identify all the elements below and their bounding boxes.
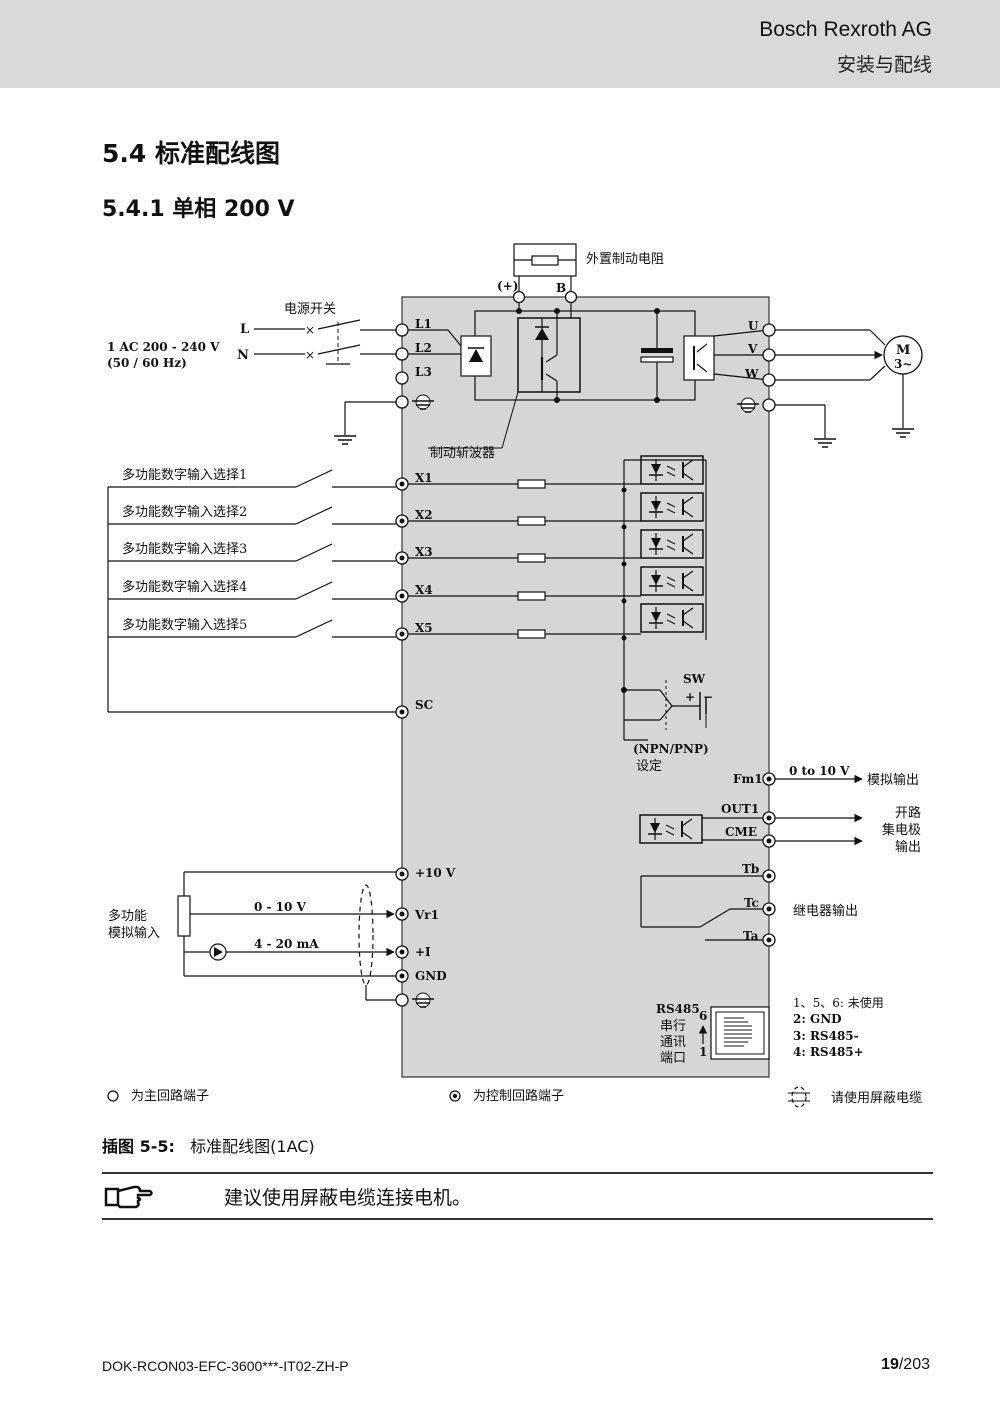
svg-text:(+): (+) xyxy=(497,279,518,293)
svg-text:Tb: Tb xyxy=(742,862,759,876)
svg-text:模拟输入: 模拟输入 xyxy=(108,925,160,941)
svg-text:L: L xyxy=(240,322,249,337)
svg-text:设定: 设定 xyxy=(636,759,662,774)
digital-input-label: 多功能数字输入选择4 xyxy=(122,579,247,595)
svg-text:(50 / 60 Hz): (50 / 60 Hz) xyxy=(107,356,187,370)
section-title: 5.4 标准配线图 xyxy=(102,139,280,168)
svg-text:串行: 串行 xyxy=(660,1019,686,1034)
digital-input-label: 多功能数字输入选择2 xyxy=(122,504,247,520)
svg-text:1: 1 xyxy=(699,1045,707,1059)
page-total: /203 xyxy=(898,1356,930,1373)
svg-text:Fm1: Fm1 xyxy=(733,772,763,786)
svg-text:为控制回路端子: 为控制回路端子 xyxy=(473,1088,564,1104)
page-current: 19 xyxy=(881,1356,899,1373)
svg-text:N: N xyxy=(237,348,249,363)
svg-text:制动斩波器: 制动斩波器 xyxy=(430,446,495,461)
svg-text:W: W xyxy=(744,367,759,381)
company-name: Bosch Rexroth AG xyxy=(759,18,932,41)
svg-text:为主回路端子: 为主回路端子 xyxy=(131,1088,209,1104)
svg-text:B: B xyxy=(556,281,566,295)
page-header: Bosch Rexroth AG 安装与配线 xyxy=(0,0,1000,88)
svg-text:SC: SC xyxy=(415,698,433,712)
svg-text:(NPN/PNP): (NPN/PNP) xyxy=(633,742,709,756)
svg-text:3: RS485-: 3: RS485- xyxy=(793,1029,859,1043)
svg-text:Vr1: Vr1 xyxy=(414,908,439,922)
svg-text:端口: 端口 xyxy=(660,1051,686,1066)
document-id: DOK-RCON03-EFC-3600***-IT02-ZH-P xyxy=(102,1358,349,1374)
subsection-title: 5.4.1 单相 200 V xyxy=(102,197,295,222)
svg-text:请使用屏蔽电缆: 请使用屏蔽电缆 xyxy=(831,1090,922,1106)
svg-text:集电极: 集电极 xyxy=(882,822,921,838)
svg-text:L1: L1 xyxy=(415,317,432,331)
svg-text:V: V xyxy=(747,342,758,356)
svg-text:6: 6 xyxy=(699,1009,707,1023)
section-name: 安装与配线 xyxy=(836,54,932,76)
wiring-diagram: 外置制动电阻 (+) B L N 1 AC 200 - 240 V (50 / … xyxy=(107,243,923,1108)
svg-text:1 AC 200 - 240 V: 1 AC 200 - 240 V xyxy=(107,340,220,354)
svg-text:M: M xyxy=(896,343,910,358)
svg-text:L2: L2 xyxy=(415,341,432,355)
svg-text:继电器输出: 继电器输出 xyxy=(793,903,858,919)
note-top-rule xyxy=(102,1172,933,1174)
x-terminal-label: X3 xyxy=(415,545,433,559)
svg-text:模拟输出: 模拟输出 xyxy=(867,772,919,788)
svg-text:SW: SW xyxy=(683,672,706,686)
x-terminal-label: X4 xyxy=(415,583,433,597)
note-bottom-rule xyxy=(102,1218,933,1220)
digital-input-label: 多功能数字输入选择3 xyxy=(122,541,247,557)
svg-text:多功能: 多功能 xyxy=(108,908,147,924)
svg-text:OUT1: OUT1 xyxy=(721,802,759,816)
page-number: 19/203 xyxy=(881,1356,930,1374)
figure-caption: 插图 5-5: 标准配线图(1AC) xyxy=(102,1133,315,1157)
svg-text:开路: 开路 xyxy=(895,805,921,821)
svg-text:电源开关: 电源开关 xyxy=(284,302,336,317)
pointing-hand-icon xyxy=(104,1185,153,1209)
svg-text:0 to 10 V: 0 to 10 V xyxy=(789,764,850,778)
svg-text:+I: +I xyxy=(415,945,431,959)
svg-text:×: × xyxy=(305,348,315,362)
svg-text:4: RS485+: 4: RS485+ xyxy=(793,1045,864,1059)
digital-input-label: 多功能数字输入选择5 xyxy=(122,617,247,633)
svg-text:外置制动电阻: 外置制动电阻 xyxy=(586,252,664,267)
svg-text:+10 V: +10 V xyxy=(415,866,456,880)
svg-text:Ta: Ta xyxy=(743,929,759,943)
inverter-body xyxy=(401,296,770,1078)
svg-text:4 - 20 mA: 4 - 20 mA xyxy=(254,937,319,951)
svg-text:L3: L3 xyxy=(415,365,432,379)
x-terminal-label: X1 xyxy=(415,471,433,485)
x-terminal-label: X2 xyxy=(415,508,433,522)
svg-text:输出: 输出 xyxy=(895,839,921,855)
svg-text:−: − xyxy=(703,690,713,704)
digital-input-label: 多功能数字输入选择1 xyxy=(122,467,247,483)
svg-text:CME: CME xyxy=(725,825,757,839)
svg-text:1、5、6: 未使用: 1、5、6: 未使用 xyxy=(793,995,884,1010)
caption-text: 标准配线图(1AC) xyxy=(190,1137,315,1156)
svg-text:通讯: 通讯 xyxy=(660,1035,686,1050)
svg-text:Tc: Tc xyxy=(744,896,759,910)
svg-text:+: + xyxy=(685,690,695,704)
svg-text:3~: 3~ xyxy=(894,357,912,371)
svg-text:2: GND: 2: GND xyxy=(793,1012,842,1026)
svg-text:RS485: RS485 xyxy=(656,1002,700,1016)
x-terminal-label: X5 xyxy=(415,621,433,635)
caption-label: 插图 5-5: xyxy=(102,1137,175,1156)
svg-text:U: U xyxy=(748,319,759,333)
note-text: 建议使用屏蔽电缆连接电机。 xyxy=(224,1187,472,1209)
svg-text:0 - 10 V: 0 - 10 V xyxy=(254,900,307,914)
svg-text:GND: GND xyxy=(415,969,447,983)
svg-text:×: × xyxy=(305,323,315,337)
